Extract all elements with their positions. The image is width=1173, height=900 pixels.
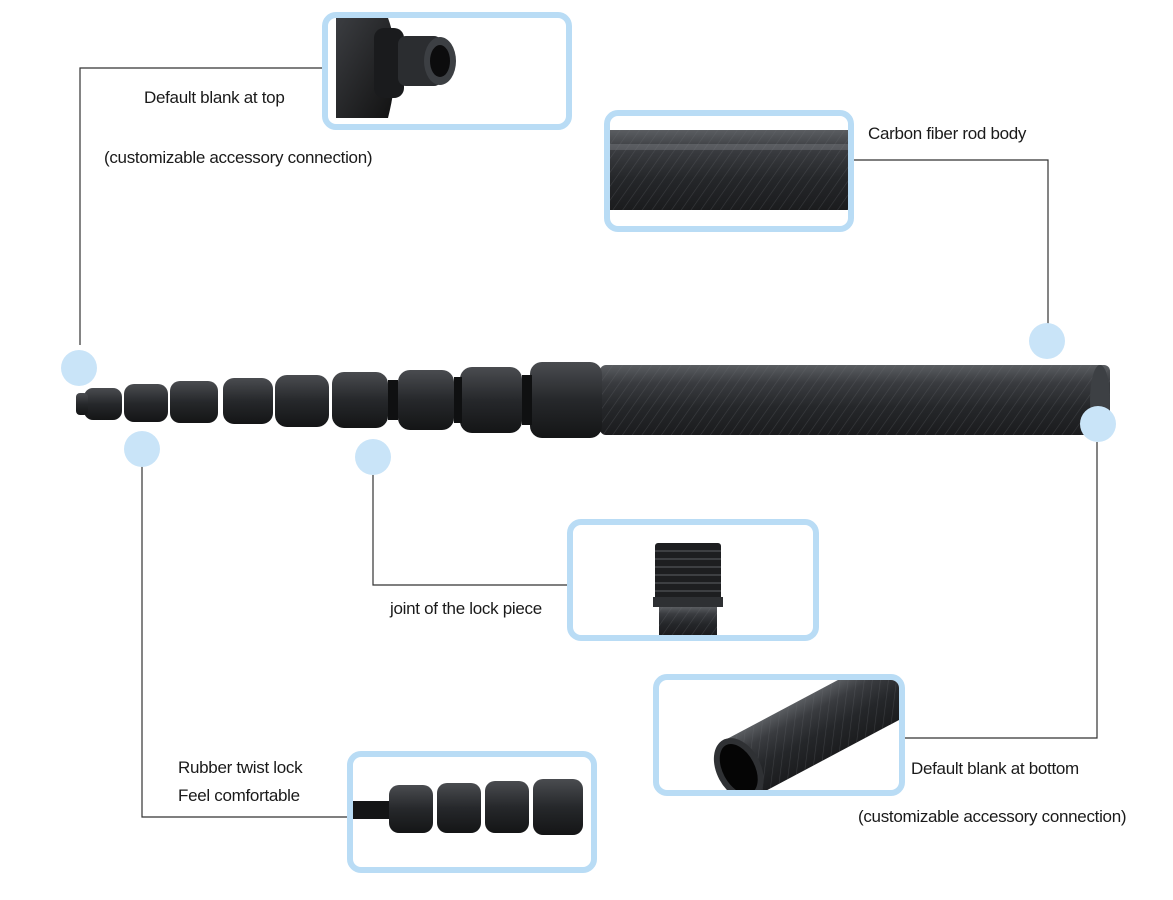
telescopic-pole-image xyxy=(76,362,1110,438)
marker-dot-lock-joint xyxy=(355,439,391,475)
label-bottom-blank-title: Default blank at bottom xyxy=(911,759,1079,778)
label-top-blank-title: Default blank at top xyxy=(144,88,285,107)
label-twist-lock-title: Rubber twist lock xyxy=(178,758,303,777)
label-bottom-blank-subtitle: (customizable accessory connection) xyxy=(858,807,1127,826)
inset-top-blank xyxy=(322,12,572,130)
inset-bottom-blank xyxy=(653,674,905,796)
label-top-blank-subtitle: (customizable accessory connection) xyxy=(104,148,373,167)
marker-dot-top-blank xyxy=(61,350,97,386)
marker-dot-twist-lock xyxy=(124,431,160,467)
label-twist-lock-subtitle: Feel comfortable xyxy=(178,786,300,805)
inset-carbon-body xyxy=(604,110,854,232)
leader-line-twist-lock xyxy=(141,462,350,818)
label-carbon-body: Carbon fiber rod body xyxy=(868,124,1027,143)
label-lock-joint: joint of the lock piece xyxy=(390,599,542,618)
leader-line-bottom-blank xyxy=(905,442,1098,739)
marker-dot-carbon-body xyxy=(1029,323,1065,359)
marker-dot-bottom-blank xyxy=(1080,406,1116,442)
leader-line-lock-joint xyxy=(372,475,575,586)
inset-lock-joint xyxy=(567,519,819,641)
leader-line-top-blank xyxy=(79,67,325,345)
leader-line-carbon-body xyxy=(850,159,1049,325)
inset-twist-lock xyxy=(347,751,597,873)
